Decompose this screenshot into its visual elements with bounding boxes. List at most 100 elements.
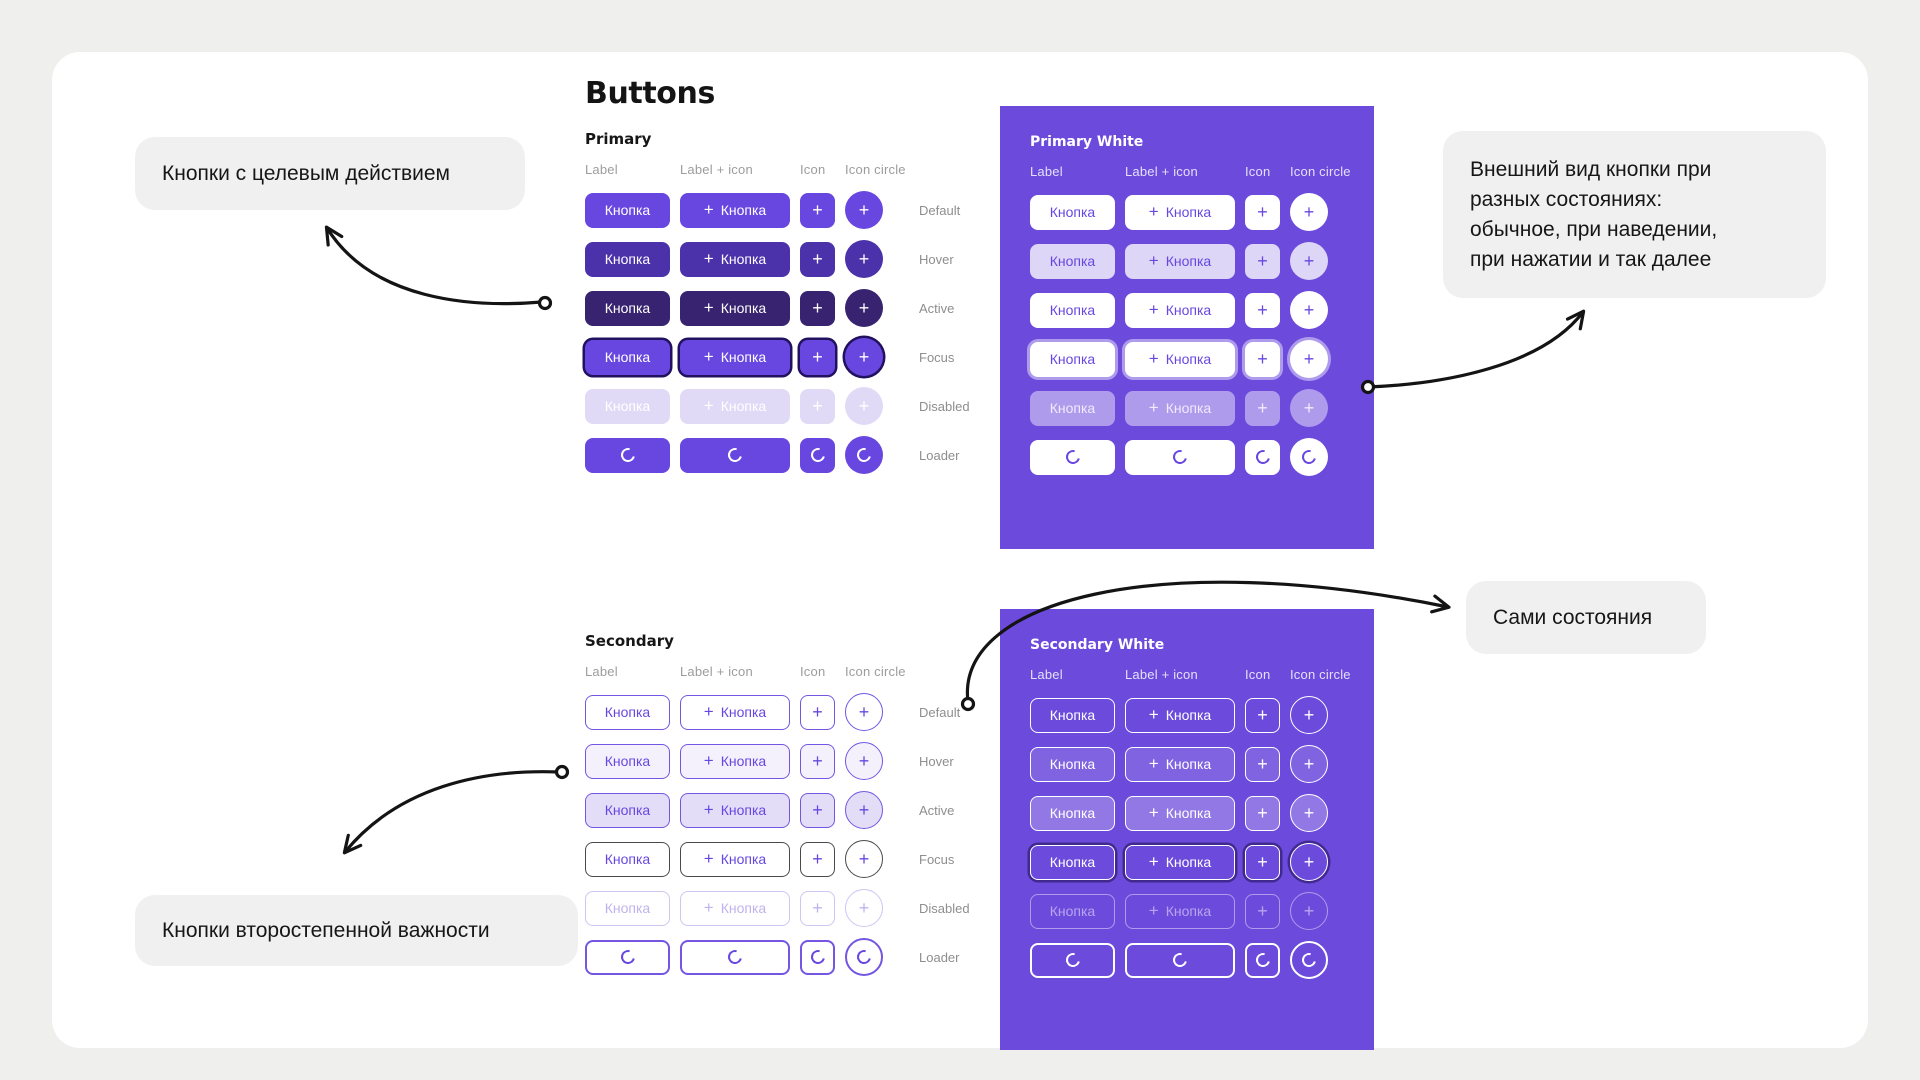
primary-loader-label-button[interactable] <box>585 437 670 473</box>
secondary-white-focus-label-icon-button[interactable]: +Кнопка <box>1125 844 1235 880</box>
secondary-loader-label-icon-button[interactable] <box>680 939 790 975</box>
secondary-white-default-circle-button[interactable]: + <box>1290 696 1328 734</box>
secondary-focus-circle-button[interactable]: + <box>845 840 883 878</box>
primary-active-label-button[interactable]: Кнопка <box>585 290 670 326</box>
secondary-focus-label-button[interactable]: Кнопка <box>585 841 670 877</box>
button-label: Кнопка <box>1049 756 1096 772</box>
primary-white-default-label-icon-button[interactable]: +Кнопка <box>1125 194 1235 230</box>
primary-white-focus-icon-button[interactable]: + <box>1245 341 1280 377</box>
primary-focus-label-icon-button[interactable]: +Кнопка <box>680 339 790 375</box>
primary-active-label-icon-button[interactable]: +Кнопка <box>680 290 790 326</box>
secondary-white-loader-icon-button[interactable] <box>1245 942 1280 978</box>
primary-white-loader-label-icon-button[interactable] <box>1125 439 1235 475</box>
primary-hover-circle-button[interactable]: + <box>845 240 883 278</box>
secondary-default-circle-button[interactable]: + <box>845 693 883 731</box>
secondary-white-loader-circle-button[interactable] <box>1290 941 1328 979</box>
annotation-secondary: Кнопки второстепенной важности <box>135 895 578 966</box>
secondary-active-circle-button[interactable]: + <box>845 791 883 829</box>
secondary-focus-label-icon-button[interactable]: +Кнопка <box>680 841 790 877</box>
primary-disabled-circle-button[interactable]: + <box>845 387 883 425</box>
secondary-white-loader-label-icon-button[interactable] <box>1125 942 1235 978</box>
secondary-white-default-label-icon-button[interactable]: +Кнопка <box>1125 697 1235 733</box>
primary-hover-label-button[interactable]: Кнопка <box>585 241 670 277</box>
primary-white-disabled-circle-button[interactable]: + <box>1290 389 1328 427</box>
secondary-white-active-icon-button[interactable]: + <box>1245 795 1280 831</box>
secondary-loader-icon-button[interactable] <box>800 939 835 975</box>
primary-default-label-icon-button[interactable]: +Кнопка <box>680 192 790 228</box>
secondary-active-label-button[interactable]: Кнопка <box>585 792 670 828</box>
primary-focus-circle-button[interactable]: + <box>845 338 883 376</box>
secondary-white-disabled-icon-button[interactable]: + <box>1245 893 1280 929</box>
primary-white-default-circle-button[interactable]: + <box>1290 193 1328 231</box>
secondary-disabled-icon-button[interactable]: + <box>800 890 835 926</box>
primary-active-circle-button[interactable]: + <box>845 289 883 327</box>
primary-white-focus-label-icon-button[interactable]: +Кнопка <box>1125 341 1235 377</box>
secondary-loader-circle-button[interactable] <box>845 938 883 976</box>
secondary-white-disabled-label-icon-button[interactable]: +Кнопка <box>1125 893 1235 929</box>
secondary-white-loader-label-button[interactable] <box>1030 942 1115 978</box>
secondary-hover-label-icon-button[interactable]: +Кнопка <box>680 743 790 779</box>
primary-loader-icon-button[interactable] <box>800 437 835 473</box>
primary-hover-label-icon-button[interactable]: +Кнопка <box>680 241 790 277</box>
secondary-white-hover-label-icon-button[interactable]: +Кнопка <box>1125 746 1235 782</box>
primary-disabled-label-button[interactable]: Кнопка <box>585 388 670 424</box>
primary-white-focus-circle-button[interactable]: + <box>1290 340 1328 378</box>
primary-focus-icon-button[interactable]: + <box>800 339 835 375</box>
primary-white-hover-label-button[interactable]: Кнопка <box>1030 243 1115 279</box>
secondary-white-hover-circle-button[interactable]: + <box>1290 745 1328 783</box>
primary-loader-circle-button[interactable] <box>845 436 883 474</box>
primary-white-active-label-button[interactable]: Кнопка <box>1030 292 1115 328</box>
secondary-active-icon-button[interactable]: + <box>800 792 835 828</box>
primary-loader-label-icon-button[interactable] <box>680 437 790 473</box>
secondary-white-focus-icon-button[interactable]: + <box>1245 844 1280 880</box>
primary-white-disabled-icon-button[interactable]: + <box>1245 390 1280 426</box>
secondary-hover-icon-button[interactable]: + <box>800 743 835 779</box>
secondary-hover-label-button[interactable]: Кнопка <box>585 743 670 779</box>
primary-default-circle-button[interactable]: + <box>845 191 883 229</box>
primary-white-default-label-button[interactable]: Кнопка <box>1030 194 1115 230</box>
primary-default-label-button[interactable]: Кнопка <box>585 192 670 228</box>
secondary-white-hover-icon-button[interactable]: + <box>1245 746 1280 782</box>
secondary-focus-icon-button[interactable]: + <box>800 841 835 877</box>
primary-white-hover-icon-button[interactable]: + <box>1245 243 1280 279</box>
secondary-loader-label-button[interactable] <box>585 939 670 975</box>
secondary-white-disabled-label-button[interactable]: Кнопка <box>1030 893 1115 929</box>
primary-focus-label-button[interactable]: Кнопка <box>585 339 670 375</box>
primary-white-disabled-label-button[interactable]: Кнопка <box>1030 390 1115 426</box>
primary-active-icon-button[interactable]: + <box>800 290 835 326</box>
primary-white-active-icon-button[interactable]: + <box>1245 292 1280 328</box>
primary-default-icon-button[interactable]: + <box>800 192 835 228</box>
secondary-default-label-icon-button[interactable]: +Кнопка <box>680 694 790 730</box>
primary-white-loader-label-button[interactable] <box>1030 439 1115 475</box>
primary-white-hover-circle-button[interactable]: + <box>1290 242 1328 280</box>
secondary-active-label-icon-button[interactable]: +Кнопка <box>680 792 790 828</box>
primary-white-focus-label-button[interactable]: Кнопка <box>1030 341 1115 377</box>
secondary-default-label-button[interactable]: Кнопка <box>585 694 670 730</box>
primary-hover-icon-button[interactable]: + <box>800 241 835 277</box>
primary-white-active-label-icon-button[interactable]: +Кнопка <box>1125 292 1235 328</box>
primary-disabled-icon-button[interactable]: + <box>800 388 835 424</box>
secondary-white-disabled-circle-button[interactable]: + <box>1290 892 1328 930</box>
primary-white-loader-icon-button[interactable] <box>1245 439 1280 475</box>
secondary-disabled-label-button[interactable]: Кнопка <box>585 890 670 926</box>
plus-icon: + <box>858 799 870 820</box>
secondary-white-active-circle-button[interactable]: + <box>1290 794 1328 832</box>
primary-white-default-icon-button[interactable]: + <box>1245 194 1280 230</box>
secondary-white-hover-label-button[interactable]: Кнопка <box>1030 746 1115 782</box>
primary-white-loader-circle-button[interactable] <box>1290 438 1328 476</box>
primary-white-active-circle-button[interactable]: + <box>1290 291 1328 329</box>
secondary-white-default-label-button[interactable]: Кнопка <box>1030 697 1115 733</box>
primary-white-disabled-label-icon-button[interactable]: +Кнопка <box>1125 390 1235 426</box>
primary-white-hover-label-icon-button[interactable]: +Кнопка <box>1125 243 1235 279</box>
secondary-white-active-label-icon-button[interactable]: +Кнопка <box>1125 795 1235 831</box>
primary-disabled-label-icon-button[interactable]: +Кнопка <box>680 388 790 424</box>
secondary-default-icon-button[interactable]: + <box>800 694 835 730</box>
state-label: Default <box>919 704 961 720</box>
secondary-white-active-label-button[interactable]: Кнопка <box>1030 795 1115 831</box>
secondary-disabled-label-icon-button[interactable]: +Кнопка <box>680 890 790 926</box>
secondary-disabled-circle-button[interactable]: + <box>845 889 883 927</box>
secondary-white-focus-label-button[interactable]: Кнопка <box>1030 844 1115 880</box>
secondary-white-focus-circle-button[interactable]: + <box>1290 843 1328 881</box>
secondary-hover-circle-button[interactable]: + <box>845 742 883 780</box>
secondary-white-default-icon-button[interactable]: + <box>1245 697 1280 733</box>
